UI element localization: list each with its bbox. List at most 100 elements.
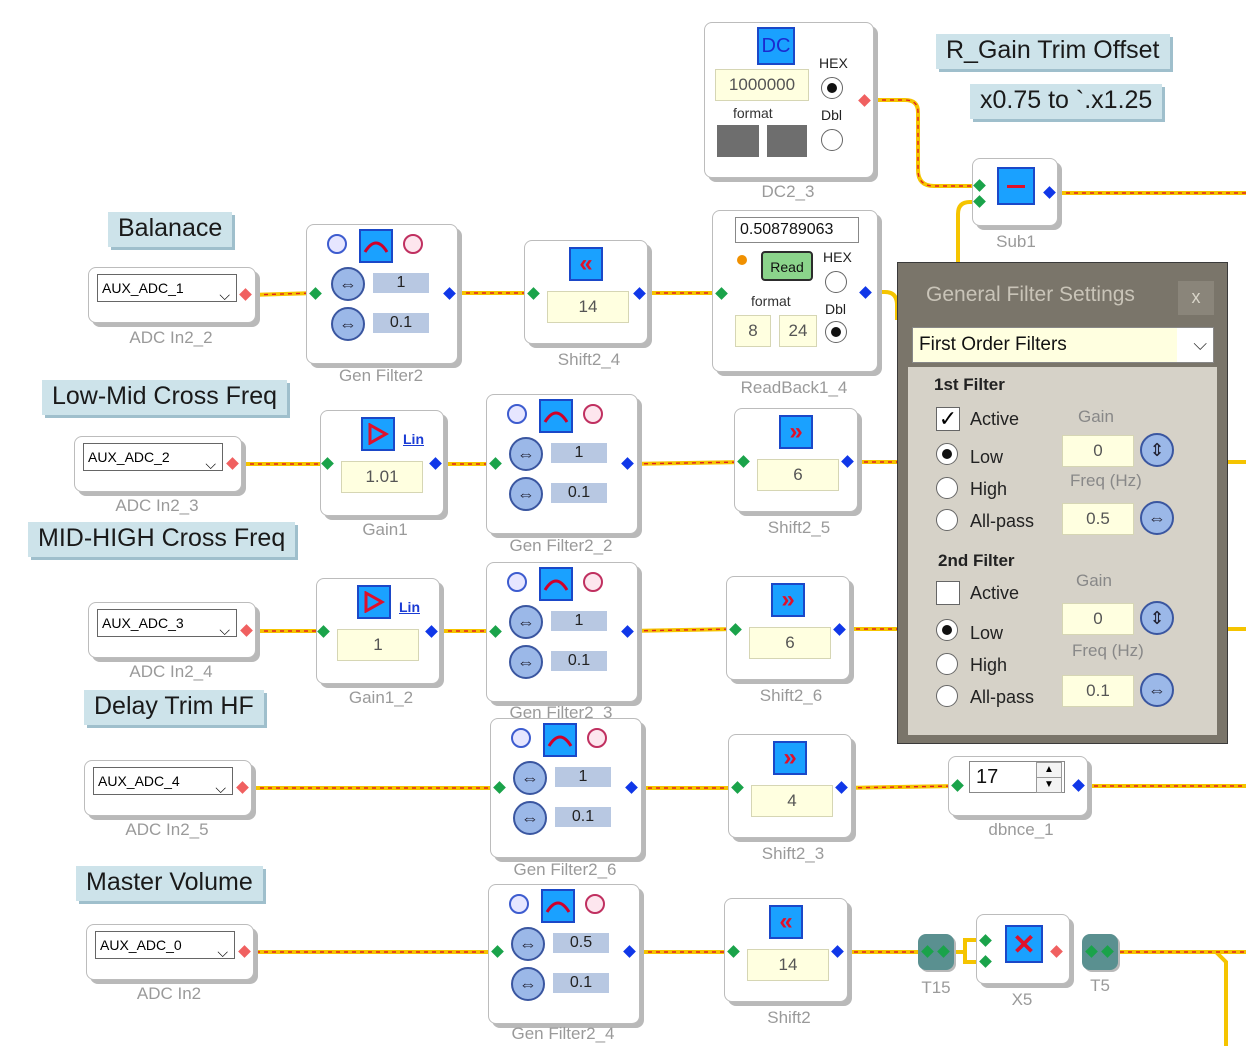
power-icon[interactable] xyxy=(327,234,347,254)
sine-wave-icon[interactable] xyxy=(585,894,605,914)
gain-mode-link[interactable]: Lin xyxy=(403,431,424,447)
freq-value[interactable]: 0.1 xyxy=(373,313,429,333)
general-filter-settings-dialog[interactable]: General Filter Settings x First Order Fi… xyxy=(897,262,1228,744)
read-button[interactable]: Read xyxy=(761,251,813,281)
freq-arrows-icon[interactable]: ⇔ xyxy=(509,477,543,511)
shift-block-5[interactable]: » 6 xyxy=(734,408,858,512)
freq-arrows-icon[interactable]: ⇔ xyxy=(1140,501,1174,535)
freq-value[interactable]: 0.1 xyxy=(551,483,607,503)
shift-value[interactable]: 4 xyxy=(751,785,833,817)
first-filter-freq-value[interactable]: 0.5 xyxy=(1062,503,1134,535)
shift-value[interactable]: 14 xyxy=(547,291,629,323)
filter-type-select[interactable]: First Order Filters ⌵ xyxy=(912,327,1214,363)
sine-wave-icon[interactable] xyxy=(403,234,423,254)
gen-filter-block-2[interactable]: ⇔ 1 ⇔ 0.1 xyxy=(486,394,638,534)
format-bits-2[interactable]: 24 xyxy=(779,315,817,347)
freq-arrows-icon[interactable]: ⇔ xyxy=(511,967,545,1001)
gain-arrows-icon[interactable]: ⇔ xyxy=(331,267,365,301)
filter-curve-icon[interactable] xyxy=(539,567,573,601)
first-filter-gain-value[interactable]: 0 xyxy=(1062,435,1134,467)
adc-block-1[interactable]: AUX_ADC_1⌵ xyxy=(88,267,256,323)
power-icon[interactable] xyxy=(509,894,529,914)
freq-arrows-icon[interactable]: ⇔ xyxy=(509,645,543,679)
subtract-icon[interactable] xyxy=(997,167,1035,205)
filter-curve-icon[interactable] xyxy=(543,723,577,757)
shift-block-4[interactable]: « 14 xyxy=(524,240,648,344)
gain-arrows-vertical-icon[interactable]: ⇕ xyxy=(1140,601,1174,635)
spin-up-icon[interactable]: ▲ xyxy=(1036,762,1062,778)
shift-value[interactable]: 14 xyxy=(747,949,829,981)
first-filter-low-radio[interactable] xyxy=(936,443,958,465)
freq-arrows-icon[interactable]: ⇔ xyxy=(1140,673,1174,707)
amplifier-icon[interactable] xyxy=(357,585,391,619)
adc-select-3[interactable]: AUX_ADC_3⌵ xyxy=(97,609,237,638)
second-filter-high-radio[interactable] xyxy=(936,653,958,675)
readback-hex-radio[interactable] xyxy=(825,271,847,293)
gain-block-1[interactable]: Lin 1.01 xyxy=(320,410,444,516)
gain-block-2[interactable]: Lin 1 xyxy=(316,578,440,684)
adc-select-1[interactable]: AUX_ADC_1⌵ xyxy=(97,274,237,303)
second-filter-gain-value[interactable]: 0 xyxy=(1062,603,1134,635)
gen-filter-block-6[interactable]: ⇔ 1 ⇔ 0.1 xyxy=(490,718,642,858)
shift-value[interactable]: 6 xyxy=(749,627,831,659)
second-filter-freq-value[interactable]: 0.1 xyxy=(1062,675,1134,707)
adc-block-0[interactable]: AUX_ADC_0⌵ xyxy=(86,924,254,980)
gain-arrows-icon[interactable]: ⇔ xyxy=(511,927,545,961)
gain-value[interactable]: 1.01 xyxy=(341,461,423,493)
gen-filter-block-4[interactable]: ⇔ 0.5 ⇔ 0.1 xyxy=(488,884,640,1024)
dc-hex-radio[interactable] xyxy=(821,77,843,99)
gain-value[interactable]: 1 xyxy=(555,767,611,787)
format-swatch-1[interactable] xyxy=(717,125,759,157)
shift-right-icon[interactable]: » xyxy=(773,741,807,775)
first-filter-active-checkbox[interactable]: ✓ xyxy=(936,407,960,431)
filter-curve-icon[interactable] xyxy=(539,399,573,433)
gain-value[interactable]: 1 xyxy=(337,629,419,661)
close-button[interactable]: x xyxy=(1178,281,1214,315)
first-filter-allpass-radio[interactable] xyxy=(936,509,958,531)
adc-select-2[interactable]: AUX_ADC_2⌵ xyxy=(83,443,223,472)
gain-mode-link[interactable]: Lin xyxy=(399,599,420,615)
sine-wave-icon[interactable] xyxy=(583,404,603,424)
gain-value[interactable]: 1 xyxy=(373,273,429,293)
second-filter-allpass-radio[interactable] xyxy=(936,685,958,707)
amplifier-icon[interactable] xyxy=(361,417,395,451)
format-bits-1[interactable]: 8 xyxy=(735,315,771,347)
freq-value[interactable]: 0.1 xyxy=(553,973,609,993)
shift-right-icon[interactable]: » xyxy=(779,415,813,449)
adc-block-4[interactable]: AUX_ADC_4⌵ xyxy=(84,760,252,816)
dc-value[interactable]: 1000000 xyxy=(715,69,809,101)
gen-filter-block-3[interactable]: ⇔ 1 ⇔ 0.1 xyxy=(486,562,638,702)
adc-block-3[interactable]: AUX_ADC_3⌵ xyxy=(88,602,256,658)
dc-icon[interactable]: DC xyxy=(757,27,795,65)
gain-value[interactable]: 1 xyxy=(551,443,607,463)
freq-value[interactable]: 0.1 xyxy=(555,807,611,827)
power-icon[interactable] xyxy=(507,404,527,424)
shift-block-main[interactable]: « 14 xyxy=(724,898,848,1002)
shift-left-icon[interactable]: « xyxy=(769,905,803,939)
dc-block[interactable]: DC 1000000 format HEX Dbl xyxy=(704,22,874,178)
freq-value[interactable]: 0.1 xyxy=(551,651,607,671)
shift-left-icon[interactable]: « xyxy=(569,247,603,281)
filter-curve-icon[interactable] xyxy=(359,229,393,263)
power-icon[interactable] xyxy=(507,572,527,592)
shift-block-6[interactable]: » 6 xyxy=(726,576,850,680)
gen-filter-block-1[interactable]: ⇔ 1 ⇔ 0.1 xyxy=(306,224,458,364)
adc-block-2[interactable]: AUX_ADC_2⌵ xyxy=(74,436,242,492)
adc-select-4[interactable]: AUX_ADC_4⌵ xyxy=(93,767,233,796)
power-icon[interactable] xyxy=(511,728,531,748)
dbnce-spinner[interactable]: 17 ▲ ▼ xyxy=(969,761,1065,793)
gain-arrows-icon[interactable]: ⇔ xyxy=(513,761,547,795)
first-filter-high-radio[interactable] xyxy=(936,477,958,499)
second-filter-low-radio[interactable] xyxy=(936,619,958,641)
shift-value[interactable]: 6 xyxy=(757,459,839,491)
dc-dbl-radio[interactable] xyxy=(821,129,843,151)
sine-wave-icon[interactable] xyxy=(583,572,603,592)
shift-right-icon[interactable]: » xyxy=(771,583,805,617)
freq-arrows-icon[interactable]: ⇔ xyxy=(513,801,547,835)
gain-arrows-icon[interactable]: ⇔ xyxy=(509,605,543,639)
second-filter-active-checkbox[interactable] xyxy=(936,581,960,605)
gain-value[interactable]: 0.5 xyxy=(553,933,609,953)
multiply-icon[interactable]: ✕ xyxy=(1005,925,1043,963)
readback-dbl-radio[interactable] xyxy=(825,321,847,343)
freq-arrows-icon[interactable]: ⇔ xyxy=(331,307,365,341)
